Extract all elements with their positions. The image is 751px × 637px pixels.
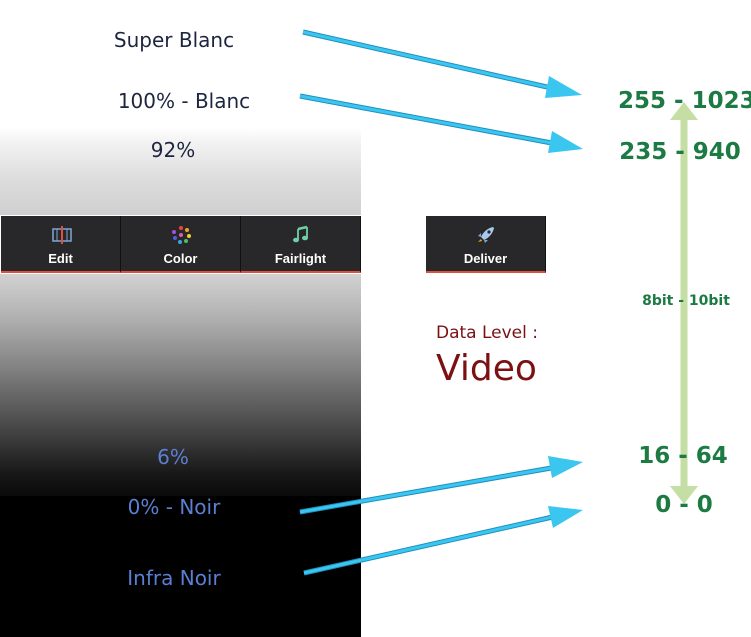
color-label: Color (163, 251, 198, 266)
grey-gradient-region (0, 274, 361, 496)
label-0-noir: 0% - Noir (127, 495, 221, 519)
rocket-icon (426, 225, 545, 245)
label-100-blanc: 100% - Blanc (117, 89, 251, 113)
edit-label: Edit (48, 251, 73, 266)
music-note-icon (241, 225, 360, 245)
level-235-940: 235 - 940 (619, 139, 741, 165)
fairlight-label: Fairlight (274, 251, 327, 266)
edit-page-button[interactable]: Edit (1, 216, 121, 273)
black-region (0, 496, 361, 637)
label-6-percent: 6% (157, 445, 189, 469)
label-super-blanc: Super Blanc (113, 28, 235, 52)
deliver-page-button[interactable]: Deliver (426, 216, 546, 273)
color-wheel-icon (121, 225, 240, 245)
deliver-label: Deliver (463, 251, 508, 266)
edit-film-icon (1, 225, 120, 245)
level-16-64: 16 - 64 (638, 443, 728, 469)
level-0-0: 0 - 0 (655, 492, 713, 518)
luma-gradient-panel (0, 0, 361, 637)
level-255-1023: 255 - 1023 (618, 88, 751, 114)
color-page-button[interactable]: Color (121, 216, 241, 273)
label-92-percent: 92% (150, 138, 196, 162)
label-infra-noir: Infra Noir (127, 566, 221, 590)
fairlight-page-button[interactable]: Fairlight (241, 216, 361, 273)
data-level-value: Video (436, 348, 537, 389)
data-level-label: Data Level : (436, 323, 538, 343)
bit-range-label: 8bit - 10bit (642, 293, 730, 309)
